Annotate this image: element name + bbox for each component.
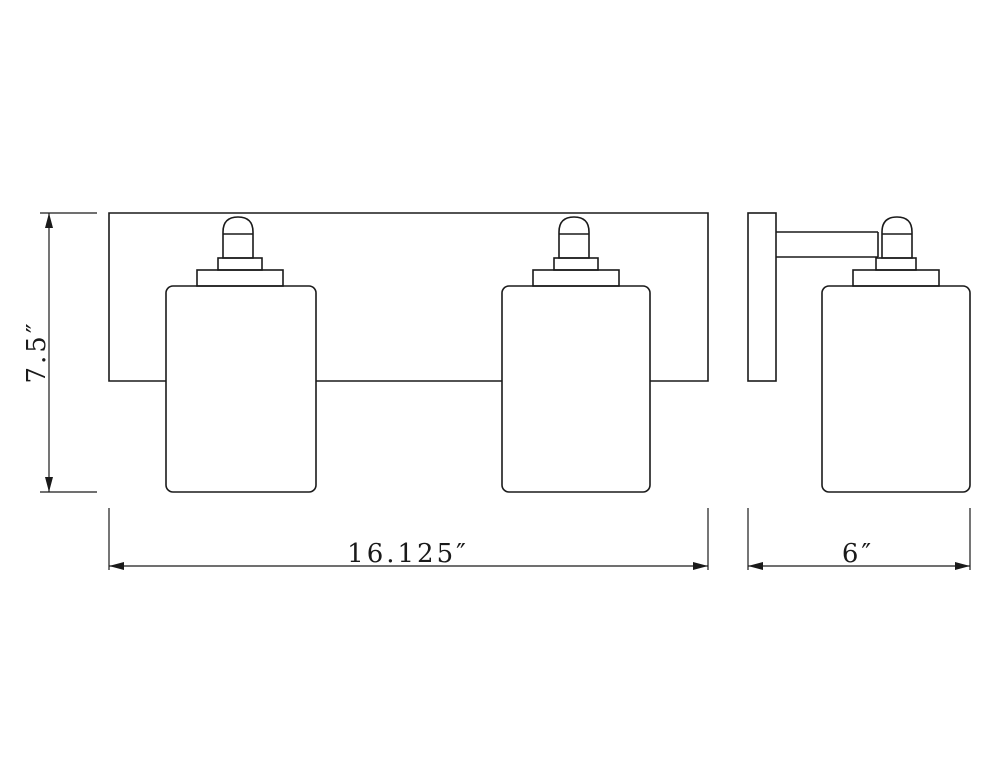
height-label: 7.5″ <box>22 320 52 383</box>
right-bulb <box>558 216 590 259</box>
depth-arrow-left <box>748 562 763 570</box>
depth-arrow-right <box>955 562 970 570</box>
right-socket-ring <box>532 269 620 287</box>
width-arrow-right <box>693 562 708 570</box>
depth-label: 6″ <box>842 539 874 569</box>
left-glass-shade <box>165 285 317 493</box>
side-bulb <box>881 216 913 259</box>
height-dimension: 7.5″ <box>22 212 97 493</box>
width-label: 16.125″ <box>347 539 469 569</box>
right-socket <box>553 257 599 271</box>
side-socket-ring <box>852 269 940 287</box>
depth-dimension: 6″ <box>747 508 971 570</box>
side-view <box>747 212 971 493</box>
left-bulb <box>222 216 254 259</box>
front-view <box>108 212 709 493</box>
side-glass-shade <box>821 285 971 493</box>
left-lamp <box>165 216 317 493</box>
left-socket-ring <box>196 269 284 287</box>
left-socket <box>217 257 263 271</box>
width-dimension: 16.125″ <box>108 508 709 570</box>
right-glass-shade <box>501 285 651 493</box>
right-lamp <box>501 216 651 493</box>
height-arrow-top <box>45 213 53 228</box>
backplate-outline <box>108 212 709 382</box>
side-backplate <box>747 212 777 382</box>
side-socket <box>875 257 917 271</box>
height-arrow-bottom <box>45 477 53 492</box>
width-arrow-left <box>109 562 124 570</box>
